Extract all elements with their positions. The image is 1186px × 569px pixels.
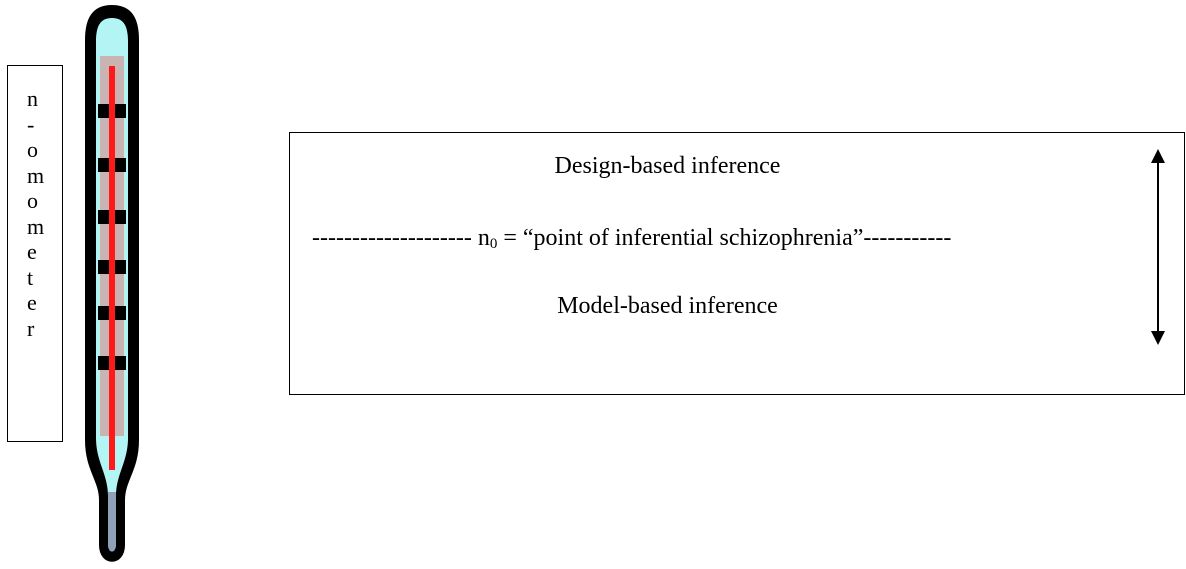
nometer-letter: t xyxy=(27,264,34,290)
double-arrow-vertical-icon xyxy=(1151,149,1165,345)
nometer-letter: o xyxy=(27,188,38,213)
thermometer-bulb xyxy=(108,492,116,552)
nometer-letter: - xyxy=(27,111,35,137)
inference-box: Design-based inference -----------------… xyxy=(289,132,1185,395)
nometer-letter: e xyxy=(27,239,37,264)
thermometer-mercury xyxy=(109,66,115,470)
nometer-letter: n xyxy=(27,86,38,111)
divider-text: = “point of inferential schizophrenia” xyxy=(503,225,864,251)
nometer-letter: e xyxy=(27,290,37,315)
nometer-letter: r xyxy=(27,315,35,341)
n-subscript: 0 xyxy=(489,236,498,252)
thermometer-icon xyxy=(85,4,139,562)
model-based-inference-label: Model-based inference xyxy=(557,293,778,319)
divider-dashes-left: -------------------- xyxy=(312,225,472,251)
arrow-head-up xyxy=(1151,149,1165,163)
inferential-schizophrenia-divider: -------------------- n0 = “point of infe… xyxy=(312,225,951,253)
arrow-head-down xyxy=(1151,331,1165,345)
nometer-label-box: n - o m o m e t e r xyxy=(7,65,63,442)
nometer-letter: o xyxy=(27,137,38,162)
n0-symbol: n0 xyxy=(477,225,498,252)
nometer-letter: m xyxy=(27,213,45,239)
n-symbol: n xyxy=(477,225,490,251)
design-based-inference-label: Design-based inference xyxy=(554,153,781,179)
divider-dashes-right: ----------- xyxy=(863,225,952,251)
nometer-letter: m xyxy=(27,162,45,188)
nometer-letters: n - o m o m e t e r xyxy=(8,86,62,341)
